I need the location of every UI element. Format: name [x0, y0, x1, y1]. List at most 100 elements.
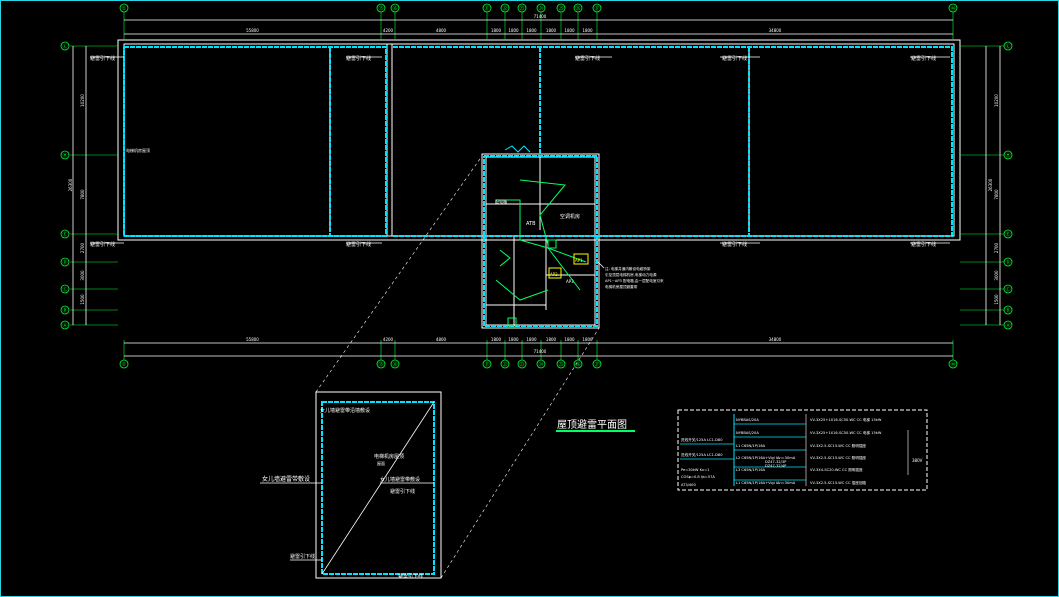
axis-label: ㉒ [502, 361, 507, 368]
axis-label: Ⓓ [62, 259, 67, 266]
dim-bottom: 1800 [508, 337, 519, 342]
schematic-right: VV-3X2.5-SC15-WC CC 照明插座 [810, 455, 866, 460]
core-label: AP3 [566, 279, 574, 284]
downlead-label: 避雷引下线 [90, 241, 115, 248]
axis-label: ⑮ [378, 361, 383, 368]
dim-left: 1500 [80, 294, 85, 305]
core-note: 注: 电梯井道内敷设电缆桥架 [605, 266, 651, 271]
dim-right: 2700 [994, 242, 999, 253]
axis-label: ㊹ [950, 361, 955, 368]
axis-label: Ⓓ [1005, 259, 1010, 266]
schematic-right: VV-3X2.5-SC15-WC CC 照明插座 [810, 443, 866, 448]
dim-top: 4200 [383, 28, 394, 33]
axis-label: Ⓛ [1005, 43, 1010, 50]
schematic-mid: NYBBAS/20A [736, 431, 759, 435]
core-note: AP1~AP3 配电箱,由一层配电室引来 [605, 278, 664, 283]
downlead-label: 避雷引下线 [911, 55, 936, 62]
axis-label: Ⓑ [62, 307, 67, 314]
axis-label: ㉑ [484, 361, 489, 368]
dim-top: 1800 [526, 28, 537, 33]
detail-label: 避雷引下线 [390, 488, 415, 495]
axis-label: Ⓛ [62, 43, 67, 50]
core-note: 电梯机房屋顶避雷带 [605, 284, 638, 289]
axis-label: ⑯ [392, 5, 397, 12]
axis-label: ① [122, 6, 127, 12]
dim-total-top: 71400 [534, 14, 547, 19]
dim-top: 1800 [491, 28, 502, 33]
axis-label: ㉖ [575, 5, 580, 12]
core-wiring [495, 145, 589, 327]
leader-lines [90, 56, 950, 269]
dim-left: 2700 [80, 242, 85, 253]
text-layer: 避雷引下线 避雷引下线 避雷引下线 避雷引下线 避雷引下线 避雷引下线 避雷引下… [90, 55, 936, 580]
detail-label: 女儿墙避雷带敷设 [262, 475, 310, 483]
dimension-text: 55800 4200 4800 1800 1800 1800 1800 1800 1800 348… [68, 14, 999, 354]
schematic-mid: L1 C65N/1P/16A+Vigi I∆n=30mA [736, 481, 796, 485]
axis-label: ⑮ [378, 5, 383, 12]
schematic-right: VV-3X2.5-SC15-WC CC 插座回路 [810, 480, 866, 485]
downlead-label: 避雷引下线 [722, 55, 747, 62]
schematic-top: DZ47-32/3P [765, 460, 787, 464]
dim-bottom: 4800 [436, 337, 447, 342]
dim-bottom: 1800 [526, 337, 537, 342]
downlead-label: 避雷引下线 [90, 55, 115, 62]
schematic-left: 进线开关/125A LC1-D80 [681, 452, 723, 457]
dim-bottom: 34800 [769, 337, 782, 342]
detail-label: 避雷引下线 [290, 553, 315, 560]
axis-label: ㉖ [575, 361, 580, 368]
dim-bottom: 1800 [546, 337, 557, 342]
axis-label: ⑯ [392, 361, 397, 368]
dim-top: 1800 [546, 28, 557, 33]
dim-total-bottom: 71400 [534, 349, 547, 354]
detail-label: 避雷引下线 [398, 573, 423, 580]
axis-label: Ⓐ [1005, 322, 1010, 329]
axis-bubble-top: ①① [119, 3, 129, 369]
dim-left: 7800 [80, 189, 85, 200]
dim-bottom: 1800 [491, 337, 502, 342]
downlead-label: 避雷引下线 [575, 55, 600, 62]
axis-label: ㉗ [594, 5, 599, 12]
schematic-mid: L1 C65N/1P/16A [736, 444, 766, 448]
axis-label: Ⓒ [62, 286, 67, 293]
axis-label: ㉔ [538, 361, 543, 368]
power-schematic [677, 409, 928, 491]
axis-label: ㉓ [519, 5, 524, 12]
dim-right: 10200 [994, 94, 999, 107]
dim-bottom: 55800 [246, 337, 259, 342]
axis-label: Ⓔ [62, 231, 67, 238]
axis-label: ㉕ [558, 5, 563, 12]
schematic-left: Pe=30kW Kx=1 [681, 468, 709, 472]
lightning-belt [123, 46, 953, 327]
axis-label: ㉓ [519, 361, 524, 368]
schematic-top: DZ47-32/4P [765, 464, 787, 468]
axis-label: Ⓐ [62, 322, 67, 329]
downlead-label: 避雷引下线 [911, 241, 936, 248]
schematic-mid: L3 C65N/1P/16A [736, 468, 766, 472]
axis-label: ㉑ [484, 5, 489, 12]
axis-label: Ⓒ [1005, 286, 1010, 293]
drawing-title: 屋顶避雷平面图 [557, 418, 627, 431]
schematic-left: COSφ=0.8 Ijs=57A [681, 475, 715, 479]
schematic-right: VV-3X25+1X16-SC50-WC CC 电梯 15kW [810, 417, 882, 422]
room-note: 电梯机房屋顶 [126, 147, 150, 153]
schematic-left: AT3/400 [681, 483, 696, 487]
axis-label: Ⓗ [1005, 152, 1010, 159]
schematic-right: VV-3X4-SC20-WC CC 照明插座 [810, 467, 863, 472]
detail-label: 屋面 [377, 460, 385, 466]
dim-bottom: 1800 [564, 337, 575, 342]
axis-label: ㉕ [558, 361, 563, 368]
dim-right: 1500 [994, 294, 999, 305]
downlead-label: 避雷引下线 [346, 241, 371, 248]
